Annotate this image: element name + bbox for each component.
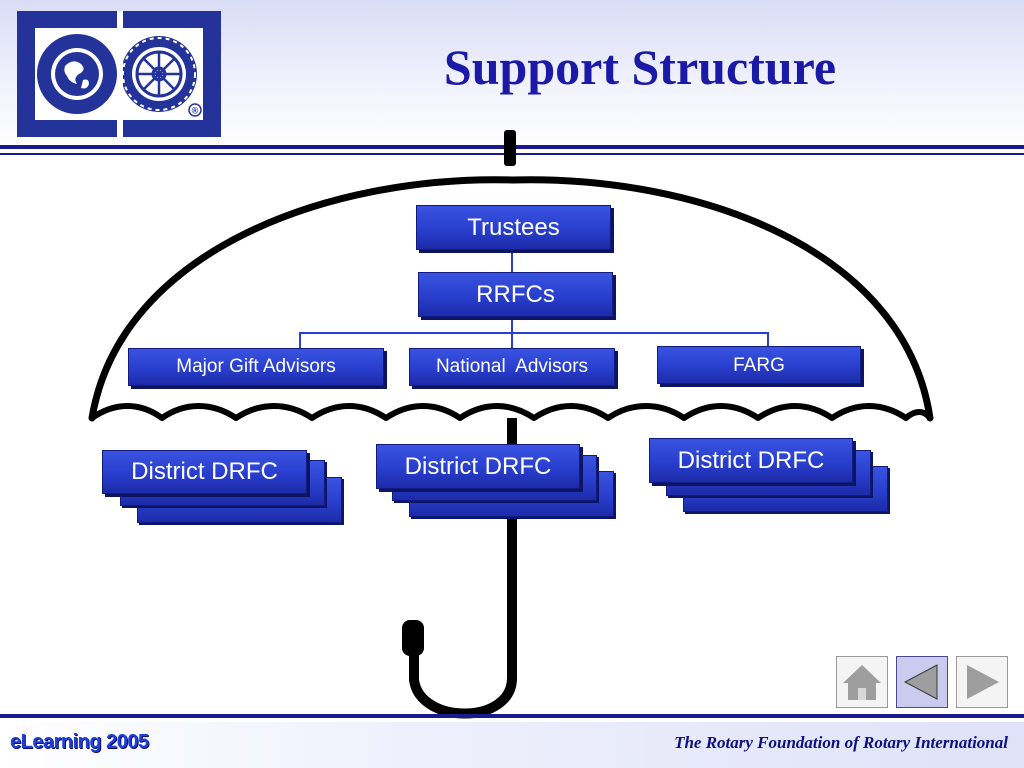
- logo-divider: [117, 11, 123, 137]
- farg-box: FARG: [657, 346, 861, 384]
- page-title: Support Structure: [443, 39, 837, 95]
- forward-button[interactable]: [956, 656, 1008, 708]
- footer-elearning: eLearning 2005: [10, 731, 149, 753]
- rotary-emblems: ®: [37, 34, 202, 117]
- triangle-left-icon: [903, 664, 938, 700]
- umbrella-tip: [504, 130, 516, 166]
- home-button[interactable]: [836, 656, 888, 708]
- foundation-seal-icon: [37, 34, 117, 114]
- registered-mark: ®: [192, 106, 199, 116]
- umbrella-canopy: [88, 176, 934, 422]
- district-drfc-box: District DRFC: [102, 450, 307, 494]
- major-gift-advisors-box: Major Gift Advisors: [128, 348, 384, 386]
- back-button[interactable]: [896, 656, 948, 708]
- rrfcs-box: RRFCs: [418, 272, 613, 317]
- chart-connectors: [299, 250, 769, 348]
- district-drfc-box: District DRFC: [649, 438, 853, 483]
- rotary-logo: ®: [17, 11, 221, 137]
- logo-panel: ®: [35, 28, 203, 120]
- handle-grip: [402, 620, 424, 656]
- triangle-right-icon: [967, 665, 999, 699]
- district-drfc-box: District DRFC: [376, 444, 580, 489]
- rotary-wheel-icon: [121, 36, 197, 112]
- umbrella-handle: [409, 645, 517, 719]
- footer-rule: [0, 714, 1024, 718]
- trustees-box: Trustees: [416, 205, 611, 250]
- home-icon: [843, 665, 881, 700]
- registered-mark-icon: [188, 103, 202, 117]
- footer-band: [0, 722, 1024, 768]
- umbrella-rim: [90, 403, 933, 421]
- footer-credit: The Rotary Foundation of Rotary Internat…: [674, 733, 1008, 752]
- national-advisors-box: National Advisors: [409, 348, 615, 386]
